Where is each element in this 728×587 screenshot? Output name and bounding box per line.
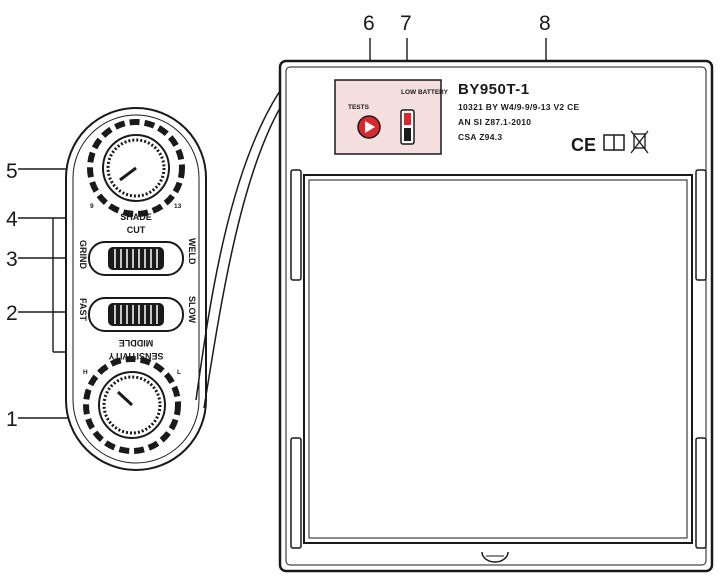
manual-book-icon [603,134,625,151]
test-label: TESTS [348,104,370,111]
shade-dial-max: 13 [174,203,182,210]
shade-label: SHADE [120,212,152,222]
cut-label: CUT [127,225,146,235]
callout-3: 3 [6,248,18,271]
low-battery-label: LOW BATTERY [401,89,449,96]
callout-6: 6 [363,12,375,35]
speed-switch-slider[interactable] [108,303,164,326]
mode-switch-slider[interactable] [108,247,164,270]
shade-dial[interactable]: 9 13 [87,119,185,217]
control-panel-inner-outline [72,114,200,464]
speed-switch-ridges [114,305,158,324]
bottom-notch [481,551,509,563]
clip-right-top [695,169,707,281]
cable-line-2 [203,97,287,409]
control-window-frame [334,79,442,155]
clip-left-top [290,169,302,281]
slow-label: SLOW [187,296,197,324]
sensitivity-dial-hi: H [83,369,88,376]
mode-switch[interactable] [88,241,184,276]
fast-label: FAST [78,298,88,322]
callout-8: 8 [539,12,551,35]
sensitivity-dial[interactable]: H L [83,356,181,454]
battery-indicator [404,113,411,125]
spec-line-1: 10321 BY W4/9-9/9-13 V2 CE [458,102,580,112]
middle-label: MIDDLE [119,338,154,348]
speed-switch[interactable] [88,297,184,332]
shade-dial-min: 9 [90,203,94,210]
sensitivity-dial-lo: L [177,369,181,376]
clip-right-bottom [695,437,707,549]
sensitivity-dial-pointer [116,390,134,407]
shade-dial-grip [106,138,166,198]
sensitivity-dial-scale-ring [83,356,181,454]
shade-dial-scale-ring [87,119,185,217]
viewing-lens [303,174,693,544]
weee-bin-icon [630,130,649,154]
control-window: TESTS LOW BATTERY [334,79,449,155]
shade-dial-pointer [119,166,137,182]
connecting-cable [195,81,287,409]
callout-5: 5 [6,160,18,183]
filter-unit: TESTS LOW BATTERY BY950T-1 10321 BY W4/9… [278,59,714,573]
spec-line-2: AN SI Z87.1-2010 [458,117,531,127]
model-label: BY950T-1 [458,81,530,98]
mode-switch-ridges [114,249,158,268]
test-play-icon [365,121,375,133]
weld-label: WELD [187,238,197,265]
sensitivity-dial-grip [102,375,162,435]
control-panel: 9 13 SHADE CUT GRIND WELD [65,107,207,471]
sensitivity-label: SENSITIVITY [108,351,163,361]
cable-line-1 [195,81,287,401]
clip-left-bottom [290,437,302,549]
grind-label: GRIND [78,240,88,270]
viewing-lens-inner [308,179,688,539]
ce-mark: CE [571,135,596,155]
callout-7: 7 [400,12,412,35]
spec-line-3: CSA Z94.3 [458,132,502,142]
filter-unit-inner-outline [285,66,707,566]
callout-4: 4 [6,208,18,231]
callout-1: 1 [6,408,18,431]
battery-body [404,128,411,141]
callout-2: 2 [6,302,18,325]
